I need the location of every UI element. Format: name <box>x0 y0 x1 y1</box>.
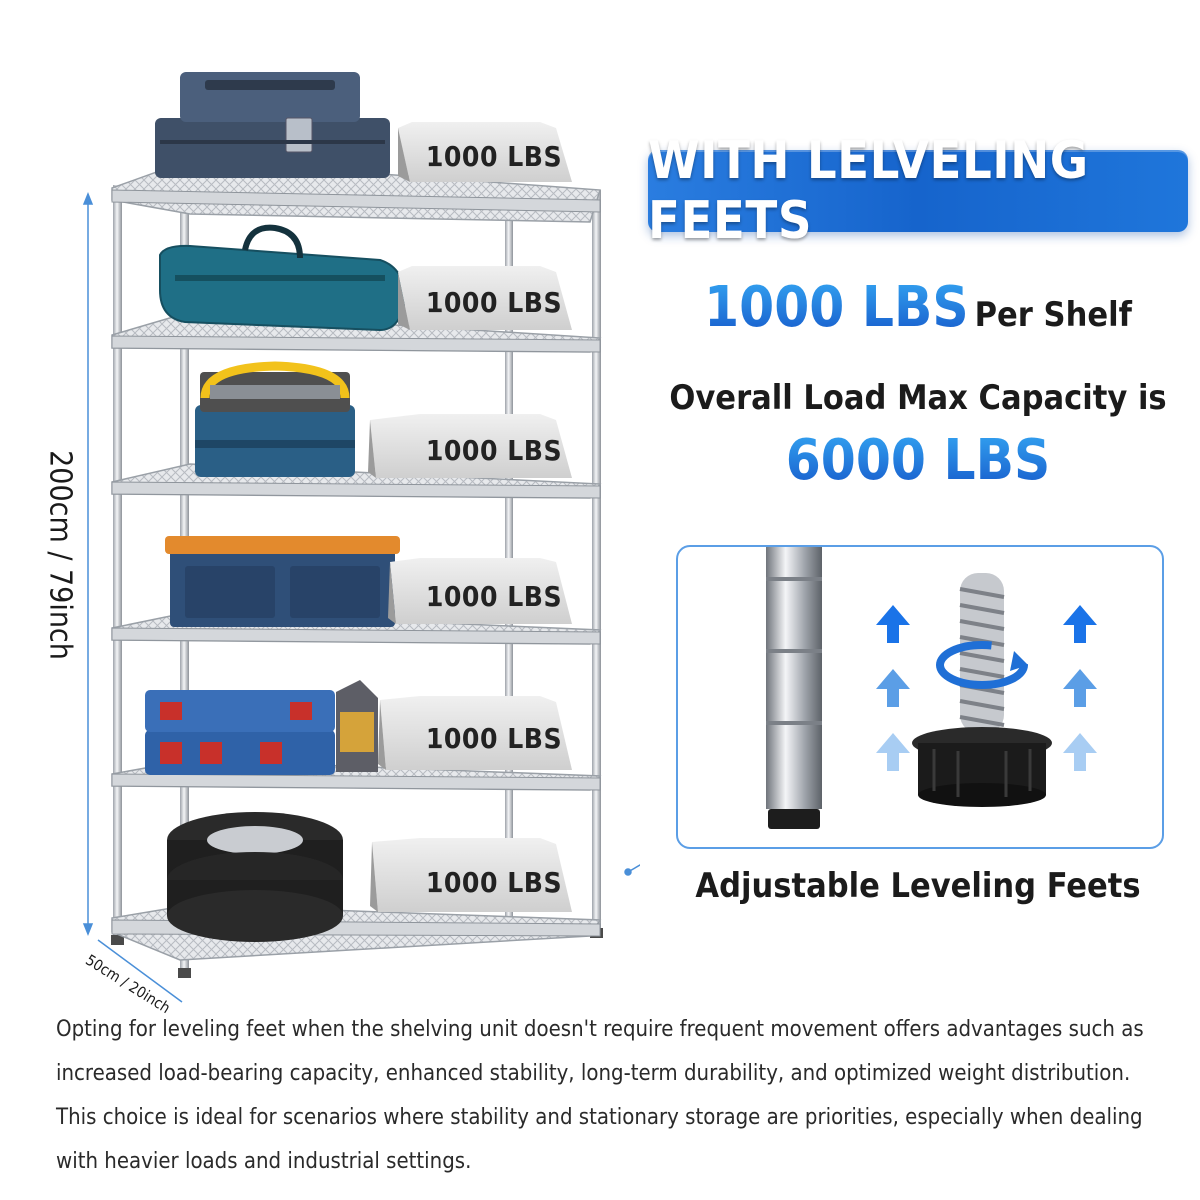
shelving-unit-illustration <box>82 72 640 1003</box>
banner-title: WITH LELVELING FEETS <box>648 131 1089 251</box>
leveling-foot-illustration <box>766 547 1097 829</box>
up-arrows-right <box>1063 605 1097 771</box>
tool-tote <box>195 361 355 477</box>
shelf-load-label: 1000 LBS <box>425 140 563 173</box>
shelf-load-label: 1000 LBS <box>425 286 563 319</box>
leveling-foot-detail <box>676 545 1164 849</box>
total-capacity-line: 6000 LBS <box>648 428 1188 493</box>
storage-tote <box>165 536 400 627</box>
up-arrows-left <box>876 605 910 771</box>
shelf-load-label: 1000 LBS <box>425 722 563 755</box>
feature-banner: WITH LELVELING FEETS <box>648 131 1188 251</box>
tires <box>167 812 343 942</box>
shelf-load-label: 1000 LBS <box>425 580 563 613</box>
depth-dimension-line <box>97 939 183 1003</box>
per-shelf-value: 1000 LBS <box>704 275 969 340</box>
leveling-feet-caption: Adjustable Leveling Feets <box>695 866 1141 906</box>
capacity-text: Overall Load Max Capacity is <box>669 378 1167 418</box>
threaded-bolt <box>936 573 1028 733</box>
shelf-load-label: 1000 LBS <box>425 866 563 899</box>
rubber-foot <box>912 727 1052 807</box>
total-capacity-value: 6000 LBS <box>785 428 1051 493</box>
height-dimension-line <box>82 191 94 937</box>
callout-pointer <box>624 864 640 876</box>
height-dimension-label: 200cm / 79inch <box>42 450 78 660</box>
tool-cases-and-oil <box>145 680 378 775</box>
toolbox-case <box>155 72 390 178</box>
weight-boxes <box>368 122 572 912</box>
shelf-load-label: 1000 LBS <box>425 434 563 467</box>
product-description: Opting for leveling feet when the shelvi… <box>56 1017 1144 1174</box>
per-shelf-suffix: Per Shelf <box>974 295 1132 335</box>
tool-bag <box>159 224 407 332</box>
chrome-pole <box>766 547 822 829</box>
